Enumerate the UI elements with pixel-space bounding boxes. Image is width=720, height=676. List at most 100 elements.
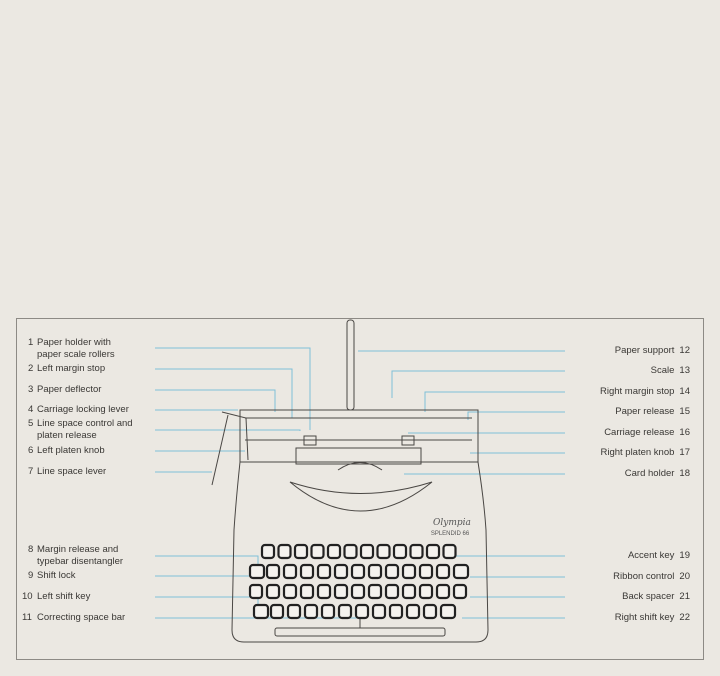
label-number: 11 xyxy=(22,612,32,623)
label-text: Accent key xyxy=(627,550,675,561)
leader-line-left-8 xyxy=(155,555,259,565)
typewriter-key xyxy=(418,563,434,580)
label-number: 2 xyxy=(28,363,34,374)
label-text: Right shift key xyxy=(614,612,675,623)
label-number: 17 xyxy=(679,447,690,458)
label-text: Line space lever xyxy=(37,466,107,477)
typewriter-key xyxy=(286,603,302,620)
typewriter-key xyxy=(293,543,309,560)
leader-line-left-3 xyxy=(155,389,276,412)
right-label-19: Accent key 19 xyxy=(628,550,690,562)
typewriter-key xyxy=(248,563,266,580)
typewriter-key xyxy=(359,543,375,560)
typewriter-key xyxy=(277,543,292,560)
typewriter-key xyxy=(333,583,349,600)
leader-line-right-14 xyxy=(424,391,565,412)
keyboard xyxy=(248,543,470,620)
label-number: 14 xyxy=(679,386,690,397)
typewriter-key xyxy=(442,543,457,560)
label-text: Paper release xyxy=(615,406,675,417)
typewriter-key xyxy=(337,603,353,620)
typewriter-key xyxy=(299,563,315,580)
label-number: 15 xyxy=(679,406,690,417)
label-text: Line space control and xyxy=(37,418,133,429)
typewriter-key xyxy=(269,603,285,620)
label-text: Ribbon control xyxy=(613,571,675,582)
typewriter-key xyxy=(316,563,332,580)
typewriter-key xyxy=(260,543,276,560)
label-text: Left shift key xyxy=(37,591,91,602)
typewriter-key xyxy=(409,543,424,560)
typewriter-key xyxy=(252,603,270,620)
typewriter-key xyxy=(326,543,342,560)
label-number: 1 xyxy=(28,337,34,348)
typewriter-key xyxy=(388,603,404,620)
typewriter-drawing xyxy=(211,319,489,643)
label-text: Left margin stop xyxy=(37,363,106,374)
right-label-20: Ribbon control 20 xyxy=(613,571,690,583)
paper-support xyxy=(346,319,355,411)
typewriter-key xyxy=(384,563,400,580)
leader-line-right-13 xyxy=(391,370,565,398)
label-text: typebar disentangler xyxy=(37,556,124,567)
typewriter-key xyxy=(425,543,441,560)
typewriter-body xyxy=(231,461,489,643)
label-number: 8 xyxy=(28,544,34,555)
label-number: 9 xyxy=(28,570,34,581)
typewriter-key xyxy=(316,583,332,600)
typewriter-key xyxy=(265,583,281,600)
typewriter-key xyxy=(401,583,417,600)
typewriter-key xyxy=(299,583,315,600)
typewriter-key xyxy=(350,583,366,600)
typewriter-key xyxy=(401,563,417,580)
typewriter-key xyxy=(422,603,438,620)
typewriter-key xyxy=(350,563,366,580)
typewriter-key xyxy=(452,583,468,600)
typewriter-key xyxy=(310,543,325,560)
typewriter-key xyxy=(435,583,451,600)
label-text: platen release xyxy=(37,430,97,441)
label-text: paper scale rollers xyxy=(37,349,115,360)
space-bar xyxy=(274,627,446,637)
label-number: 7 xyxy=(28,466,34,477)
typewriter-key xyxy=(320,603,336,620)
type-guide xyxy=(289,481,433,512)
typewriter-key xyxy=(439,603,457,620)
typewriter-key xyxy=(343,543,358,560)
label-text: Paper holder with xyxy=(37,337,111,348)
typewriter-key xyxy=(265,563,281,580)
label-number: 16 xyxy=(679,427,690,438)
typewriter-key xyxy=(367,563,383,580)
label-text: Scale xyxy=(650,365,675,376)
label-number: 19 xyxy=(679,550,690,561)
card-holder xyxy=(295,447,422,465)
diagram-frame xyxy=(16,318,704,660)
label-number: 4 xyxy=(28,404,34,415)
typewriter-key xyxy=(376,543,391,560)
typewriter-key xyxy=(418,583,434,600)
label-number: 18 xyxy=(679,468,690,479)
label-text: Right platen knob xyxy=(600,447,675,458)
typewriter-key xyxy=(303,603,319,620)
leader-line-left-2 xyxy=(155,368,293,418)
label-number: 13 xyxy=(679,365,690,376)
logo-model: SPLENDID 66 xyxy=(431,531,470,537)
label-number: 20 xyxy=(679,571,690,582)
label-text: Paper deflector xyxy=(37,384,102,395)
label-number: 10 xyxy=(22,591,33,602)
label-text: Card holder xyxy=(624,468,675,479)
typewriter-key xyxy=(282,563,298,580)
typewriter-key xyxy=(371,603,387,620)
label-text: Paper support xyxy=(614,345,675,356)
